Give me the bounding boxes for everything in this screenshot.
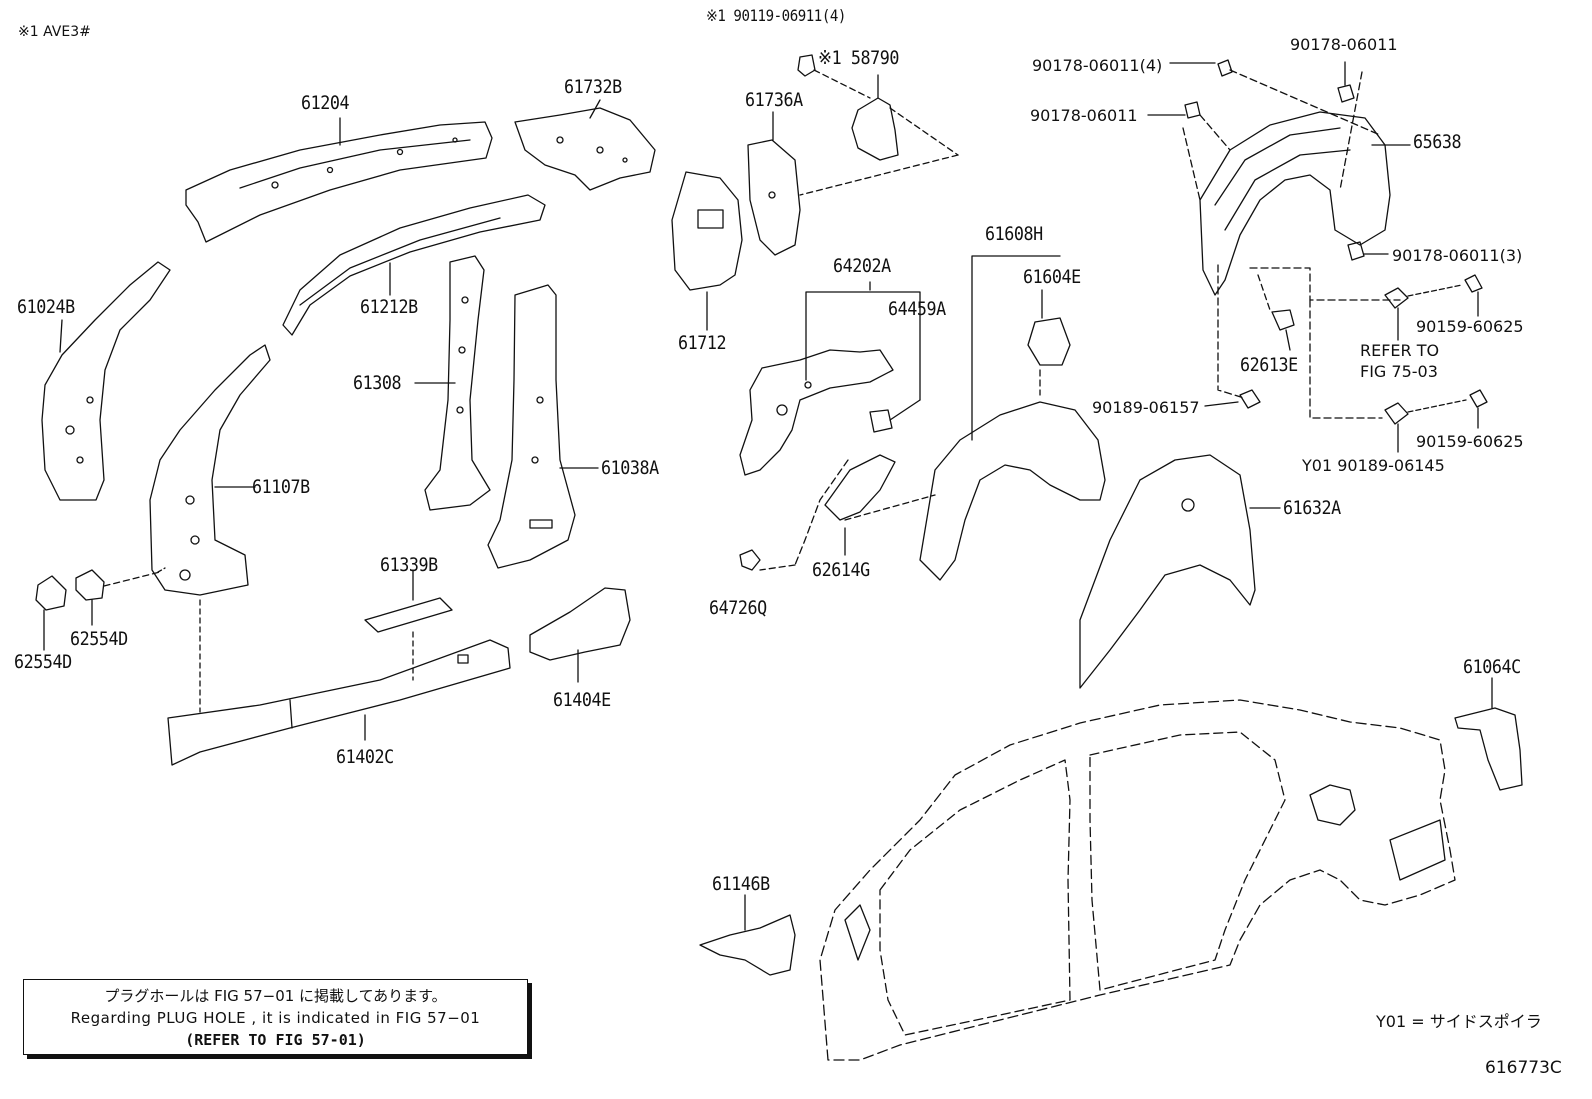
label-62554D-left[interactable]: 62554D bbox=[14, 651, 72, 673]
part-61308-drawing bbox=[414, 255, 491, 511]
part-61339B-drawing bbox=[364, 569, 453, 681]
note-japanese: プラグホールは FIG 57−01 に掲載してあります。 bbox=[104, 987, 447, 1005]
part-61736A-drawing bbox=[747, 111, 801, 256]
part-61146B-drawing bbox=[699, 894, 796, 976]
label-62554D-right[interactable]: 62554D bbox=[70, 628, 128, 650]
figure-id: 616773C bbox=[1485, 1058, 1562, 1078]
label-61107B[interactable]: 61107B bbox=[252, 476, 310, 498]
part-62554D-drawing bbox=[35, 569, 161, 651]
label-90178-06011-4[interactable]: 90178-06011(4) bbox=[1032, 56, 1163, 75]
label-65638[interactable]: 65638 bbox=[1413, 131, 1462, 153]
refer-fig-label[interactable]: FIG 75-03 bbox=[1360, 362, 1438, 381]
label-90159-60625-upper[interactable]: 90159-60625 bbox=[1416, 317, 1524, 336]
part-61212B-drawing bbox=[282, 194, 546, 336]
y01-legend: Y01 = サイドスポイラ bbox=[1376, 1012, 1542, 1031]
part-61732B-drawing bbox=[514, 99, 656, 191]
variant-note: ※1 AVE3# bbox=[18, 24, 91, 40]
part-58790-drawing bbox=[797, 54, 959, 196]
label-61204[interactable]: 61204 bbox=[301, 92, 350, 114]
label-61712[interactable]: 61712 bbox=[678, 332, 727, 354]
label-61732B[interactable]: 61732B bbox=[564, 76, 622, 98]
part-61107B-drawing bbox=[149, 344, 271, 596]
label-64726Q[interactable]: 64726Q bbox=[709, 597, 767, 619]
part-61064C-drawing bbox=[1454, 677, 1523, 791]
label-90178-06011-top[interactable]: 90178-06011 bbox=[1290, 35, 1398, 54]
body-side-outer-drawing bbox=[819, 699, 1456, 1061]
label-61212B[interactable]: 61212B bbox=[360, 296, 418, 318]
label-58790[interactable]: ※1 58790 bbox=[818, 47, 899, 69]
label-90189-06157[interactable]: 90189-06157 bbox=[1092, 398, 1200, 417]
label-90189-06145[interactable]: Y01 90189-06145 bbox=[1302, 456, 1445, 475]
label-61146B[interactable]: 61146B bbox=[712, 873, 770, 895]
note-english: Regarding PLUG HOLE , it is indicated in… bbox=[70, 1009, 481, 1027]
label-61339B[interactable]: 61339B bbox=[380, 554, 438, 576]
label-90159-60625-lower[interactable]: 90159-60625 bbox=[1416, 432, 1524, 451]
part-61402C-drawing bbox=[167, 599, 511, 766]
part-64202A-drawing bbox=[739, 281, 921, 476]
label-62614G[interactable]: 62614G bbox=[812, 559, 870, 581]
refer-to-label: REFER TO bbox=[1360, 341, 1440, 360]
part-65638-drawing bbox=[1147, 59, 1411, 419]
part-61038A-drawing bbox=[487, 284, 599, 569]
label-90119-06911[interactable]: ※1 90119-06911(4) bbox=[706, 6, 846, 25]
fastener-drawings bbox=[1204, 274, 1488, 453]
label-61608H[interactable]: 61608H bbox=[985, 223, 1043, 245]
label-62613E[interactable]: 62613E bbox=[1240, 354, 1298, 376]
label-61024B[interactable]: 61024B bbox=[17, 296, 75, 318]
label-61064C[interactable]: 61064C bbox=[1463, 656, 1521, 678]
label-61632A[interactable]: 61632A bbox=[1283, 497, 1341, 519]
label-61604E[interactable]: 61604E bbox=[1023, 266, 1081, 288]
part-61632A-drawing bbox=[1079, 454, 1281, 689]
label-64202A[interactable]: 64202A bbox=[833, 255, 891, 277]
label-64459A[interactable]: 64459A bbox=[888, 298, 946, 320]
note-reference-link[interactable]: (REFER TO FIG 57-01) bbox=[185, 1031, 366, 1049]
label-61736A[interactable]: 61736A bbox=[745, 89, 803, 111]
part-61404E-drawing bbox=[529, 587, 631, 683]
label-61308[interactable]: 61308 bbox=[353, 372, 402, 394]
plug-hole-note: プラグホールは FIG 57−01 に掲載してあります。 Regarding P… bbox=[23, 979, 528, 1055]
part-61712-drawing bbox=[671, 171, 743, 331]
part-62614G-drawing bbox=[739, 454, 936, 571]
label-61038A[interactable]: 61038A bbox=[601, 457, 659, 479]
part-61608H-drawing bbox=[919, 255, 1106, 581]
part-61204-drawing bbox=[185, 117, 493, 243]
label-61404E[interactable]: 61404E bbox=[553, 689, 611, 711]
label-61402C[interactable]: 61402C bbox=[336, 746, 394, 768]
part-61024B-drawing bbox=[41, 261, 171, 501]
label-90178-06011-mid[interactable]: 90178-06011 bbox=[1030, 106, 1138, 125]
label-90178-06011-3[interactable]: 90178-06011(3) bbox=[1392, 246, 1523, 265]
